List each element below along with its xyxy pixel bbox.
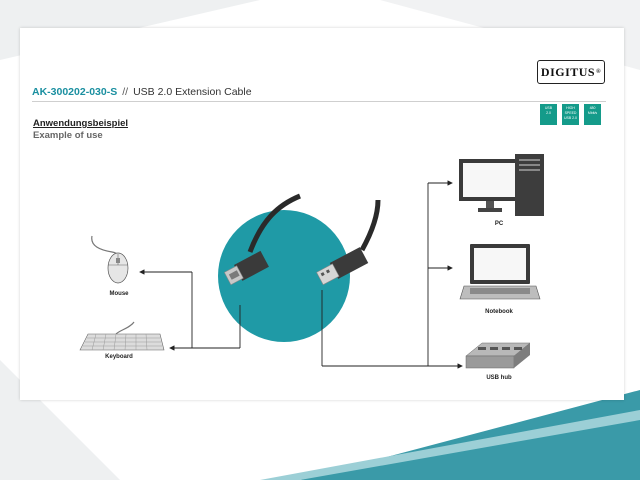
digitus-logo: DIGITUS® bbox=[537, 60, 605, 84]
keyboard-icon bbox=[79, 321, 165, 351]
mouse-icon bbox=[91, 235, 129, 284]
notebook-label: Notebook bbox=[485, 309, 513, 315]
mouse-label: Mouse bbox=[109, 291, 129, 297]
product-description: USB 2.0 Extension Cable bbox=[133, 86, 252, 98]
section-title-en: Example of use bbox=[33, 130, 103, 141]
section-title-de: Anwendungsbeispiel bbox=[33, 118, 129, 129]
pc-label: PC bbox=[494, 221, 504, 227]
keyboard-label: Keyboard bbox=[105, 354, 133, 360]
usb-hub-icon bbox=[465, 342, 531, 369]
usb-hub-label: USB hub bbox=[486, 375, 512, 381]
pc-icon bbox=[459, 154, 544, 216]
usb-extension-cable-icon bbox=[223, 193, 381, 286]
header-rule bbox=[32, 101, 606, 102]
model-number: AK-300202-030-S bbox=[32, 86, 118, 98]
header-separator: // bbox=[122, 86, 129, 98]
product-header: AK-300202-030-S // USB 2.0 Extension Cable bbox=[32, 86, 252, 98]
notebook-icon bbox=[459, 244, 541, 300]
